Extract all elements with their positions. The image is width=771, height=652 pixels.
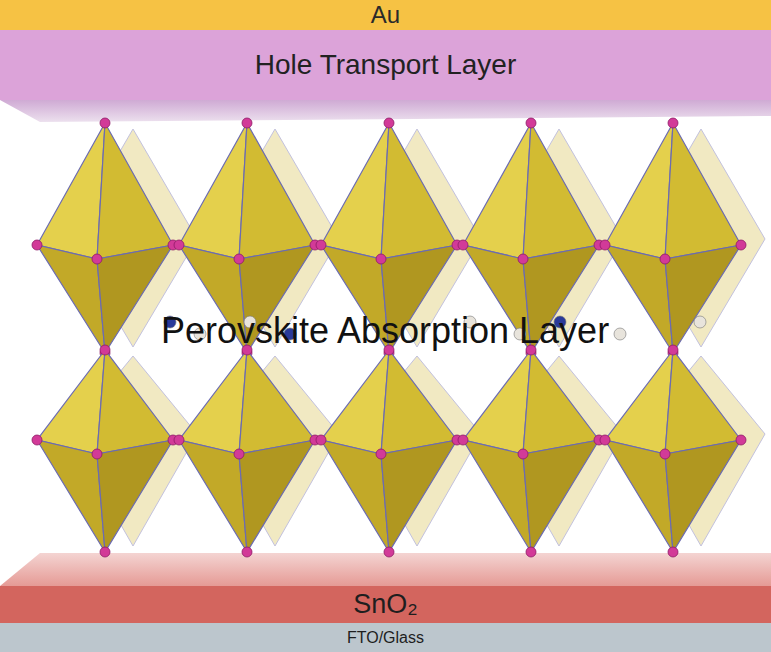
octahedron-face xyxy=(523,123,599,259)
gold-electrode-band: Au xyxy=(0,0,771,30)
halide-atom xyxy=(316,240,326,250)
octahedron-face xyxy=(321,440,389,552)
halide-atom xyxy=(384,118,394,128)
octahedron-face xyxy=(463,440,531,552)
halide-atom xyxy=(736,435,746,445)
octahedron-face xyxy=(179,350,247,454)
substrate-band: FTO/Glass xyxy=(0,623,771,652)
layer-label: Perovskite Absorption Layer xyxy=(161,299,609,362)
octahedron-face xyxy=(605,245,673,353)
octahedron-face xyxy=(463,123,531,259)
halide-atom xyxy=(100,345,110,355)
layer-label: SnO₂ xyxy=(353,590,418,620)
octahedron-face xyxy=(179,440,247,552)
slab-topface xyxy=(0,553,771,586)
halide-atom xyxy=(600,435,610,445)
halide-atom xyxy=(100,118,110,128)
layer-label: Au xyxy=(371,2,400,28)
halide-atom xyxy=(384,547,394,557)
halide-atom xyxy=(376,449,386,459)
octahedron-face xyxy=(605,440,673,552)
octahedron-face xyxy=(239,440,315,552)
octahedron-face xyxy=(179,123,247,259)
octahedron-face xyxy=(321,350,389,454)
octahedron-face xyxy=(37,440,105,552)
halide-atom xyxy=(242,547,252,557)
octahedron-face xyxy=(381,350,457,454)
octahedron-face xyxy=(239,350,315,454)
octahedron-face xyxy=(381,440,457,552)
halide-atom xyxy=(174,435,184,445)
halide-atom xyxy=(458,240,468,250)
hole-transport-band: Hole Transport Layer xyxy=(0,30,771,100)
octahedron-face xyxy=(97,123,173,259)
octahedron-face xyxy=(605,123,673,259)
halide-atom xyxy=(92,449,102,459)
octahedron-face xyxy=(97,350,173,454)
octahedron-face xyxy=(523,350,599,454)
halide-atom xyxy=(668,345,678,355)
halide-atom xyxy=(100,547,110,557)
octahedron-face xyxy=(37,123,105,259)
halide-atom xyxy=(174,240,184,250)
halide-atom xyxy=(660,449,670,459)
slab-underside xyxy=(0,100,771,122)
octahedron-face xyxy=(37,245,105,353)
halide-atom xyxy=(526,118,536,128)
cation-atom xyxy=(694,316,706,328)
octahedron-face xyxy=(97,440,173,552)
halide-atom xyxy=(736,240,746,250)
halide-atom xyxy=(316,435,326,445)
halide-atom xyxy=(668,118,678,128)
octahedron-face xyxy=(665,350,741,454)
layer-label: Hole Transport Layer xyxy=(255,50,516,81)
halide-atom xyxy=(600,240,610,250)
halide-atom xyxy=(376,254,386,264)
halide-atom xyxy=(518,449,528,459)
octahedron-face xyxy=(523,440,599,552)
octahedron-face xyxy=(665,123,741,259)
halide-atom xyxy=(526,547,536,557)
halide-atom xyxy=(242,118,252,128)
halide-atom xyxy=(32,435,42,445)
electron-transport-band: SnO₂ xyxy=(0,586,771,623)
halide-atom xyxy=(234,254,244,264)
layer-label: FTO/Glass xyxy=(347,629,424,647)
halide-atom xyxy=(668,547,678,557)
octahedron-face xyxy=(37,350,105,454)
octahedron-face xyxy=(239,123,315,259)
octahedron-face xyxy=(381,123,457,259)
halide-atom xyxy=(234,449,244,459)
octahedron-face xyxy=(605,350,673,454)
absorber-region: Perovskite Absorption Layer xyxy=(150,255,620,405)
cation-atom xyxy=(614,328,626,340)
octahedron-face xyxy=(321,123,389,259)
halide-atom xyxy=(92,254,102,264)
halide-atom xyxy=(32,240,42,250)
halide-atom xyxy=(660,254,670,264)
halide-atom xyxy=(518,254,528,264)
octahedra-lattice xyxy=(32,118,765,557)
halide-atom xyxy=(458,435,468,445)
octahedron-face xyxy=(463,350,531,454)
octahedron-face xyxy=(665,440,741,552)
octahedron-face xyxy=(665,245,741,353)
